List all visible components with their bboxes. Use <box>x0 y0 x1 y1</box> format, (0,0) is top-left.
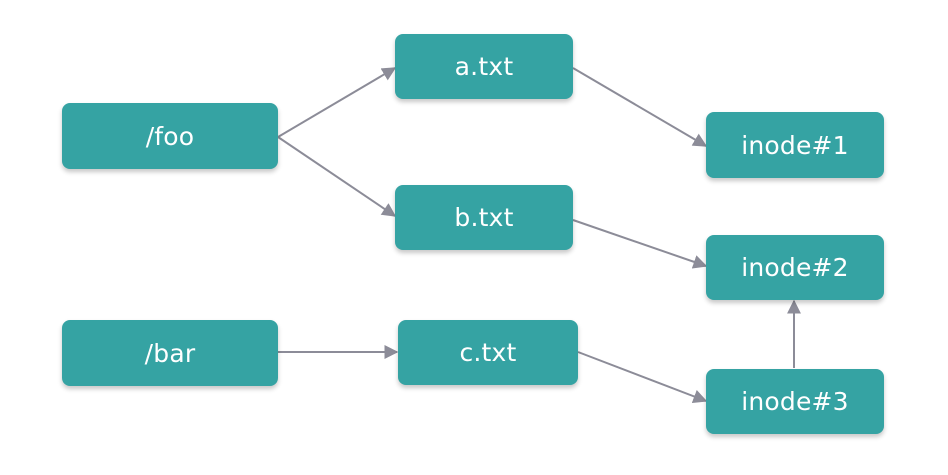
node-inode2: inode#2 <box>706 235 884 300</box>
node-bar: /bar <box>62 320 278 386</box>
edge-c-to-inode3 <box>577 351 708 404</box>
edge-foo-to-b <box>277 136 397 217</box>
node-inode3: inode#3 <box>706 369 884 434</box>
node-foo: /foo <box>62 103 278 169</box>
edge-a-to-inode1 <box>572 67 708 147</box>
edge-b-to-inode2 <box>572 219 708 269</box>
node-inode1: inode#1 <box>706 112 884 178</box>
node-b-txt: b.txt <box>395 185 573 250</box>
node-a-txt: a.txt <box>395 34 573 99</box>
node-c-txt: c.txt <box>398 320 578 385</box>
edge-foo-to-a <box>277 67 397 138</box>
